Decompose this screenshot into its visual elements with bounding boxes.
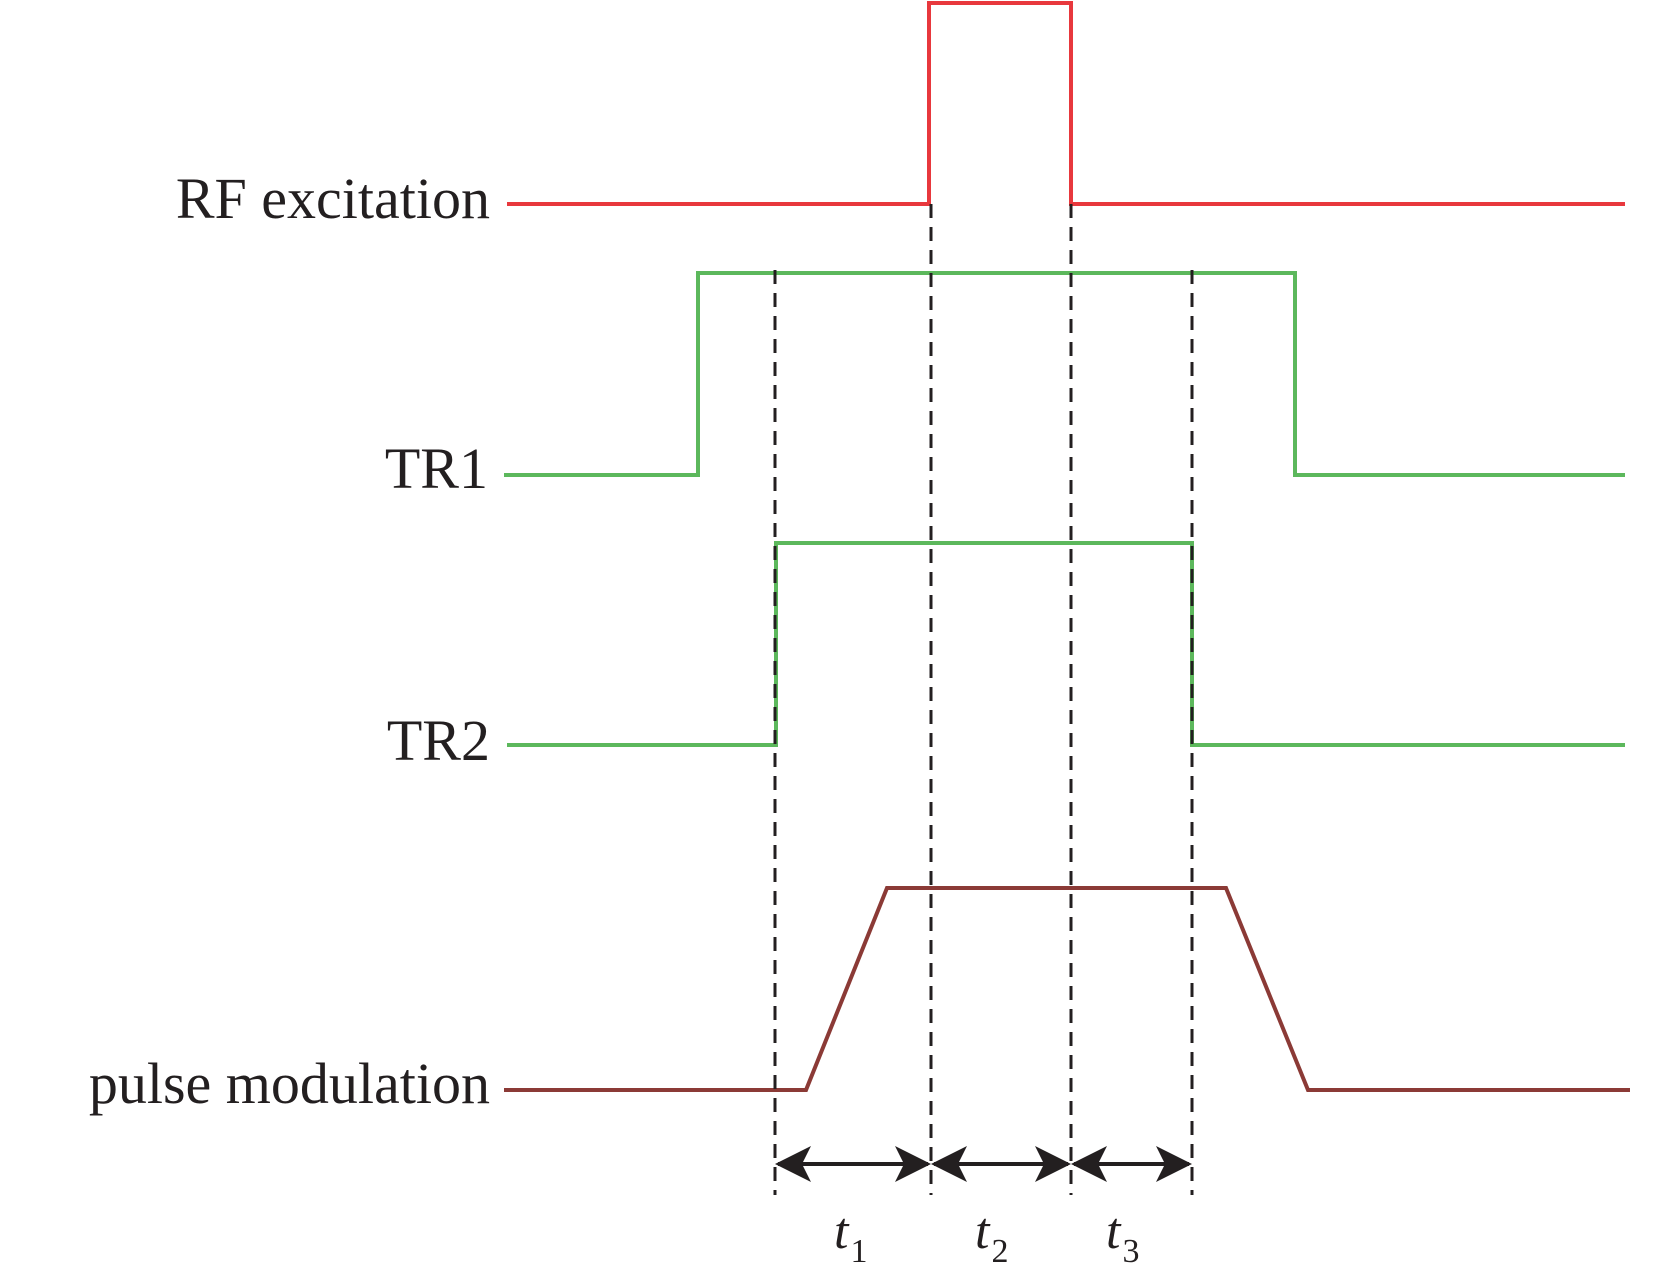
rf-excitation-label: RF excitation: [176, 166, 490, 231]
t2-label: t2: [975, 1203, 1008, 1270]
tr2-waveform: [507, 541, 1625, 747]
tr1-label: TR1: [385, 436, 488, 501]
tr1-waveform: [504, 271, 1625, 477]
rf-excitation-waveform: [507, 1, 1625, 206]
t1-label: t1: [834, 1203, 867, 1270]
tr2-label: TR2: [387, 708, 490, 773]
pulse-modulation-waveform: [504, 886, 1630, 1092]
pulse-modulation-label: pulse modulation: [89, 1051, 490, 1116]
t3-label: t3: [1106, 1203, 1139, 1270]
